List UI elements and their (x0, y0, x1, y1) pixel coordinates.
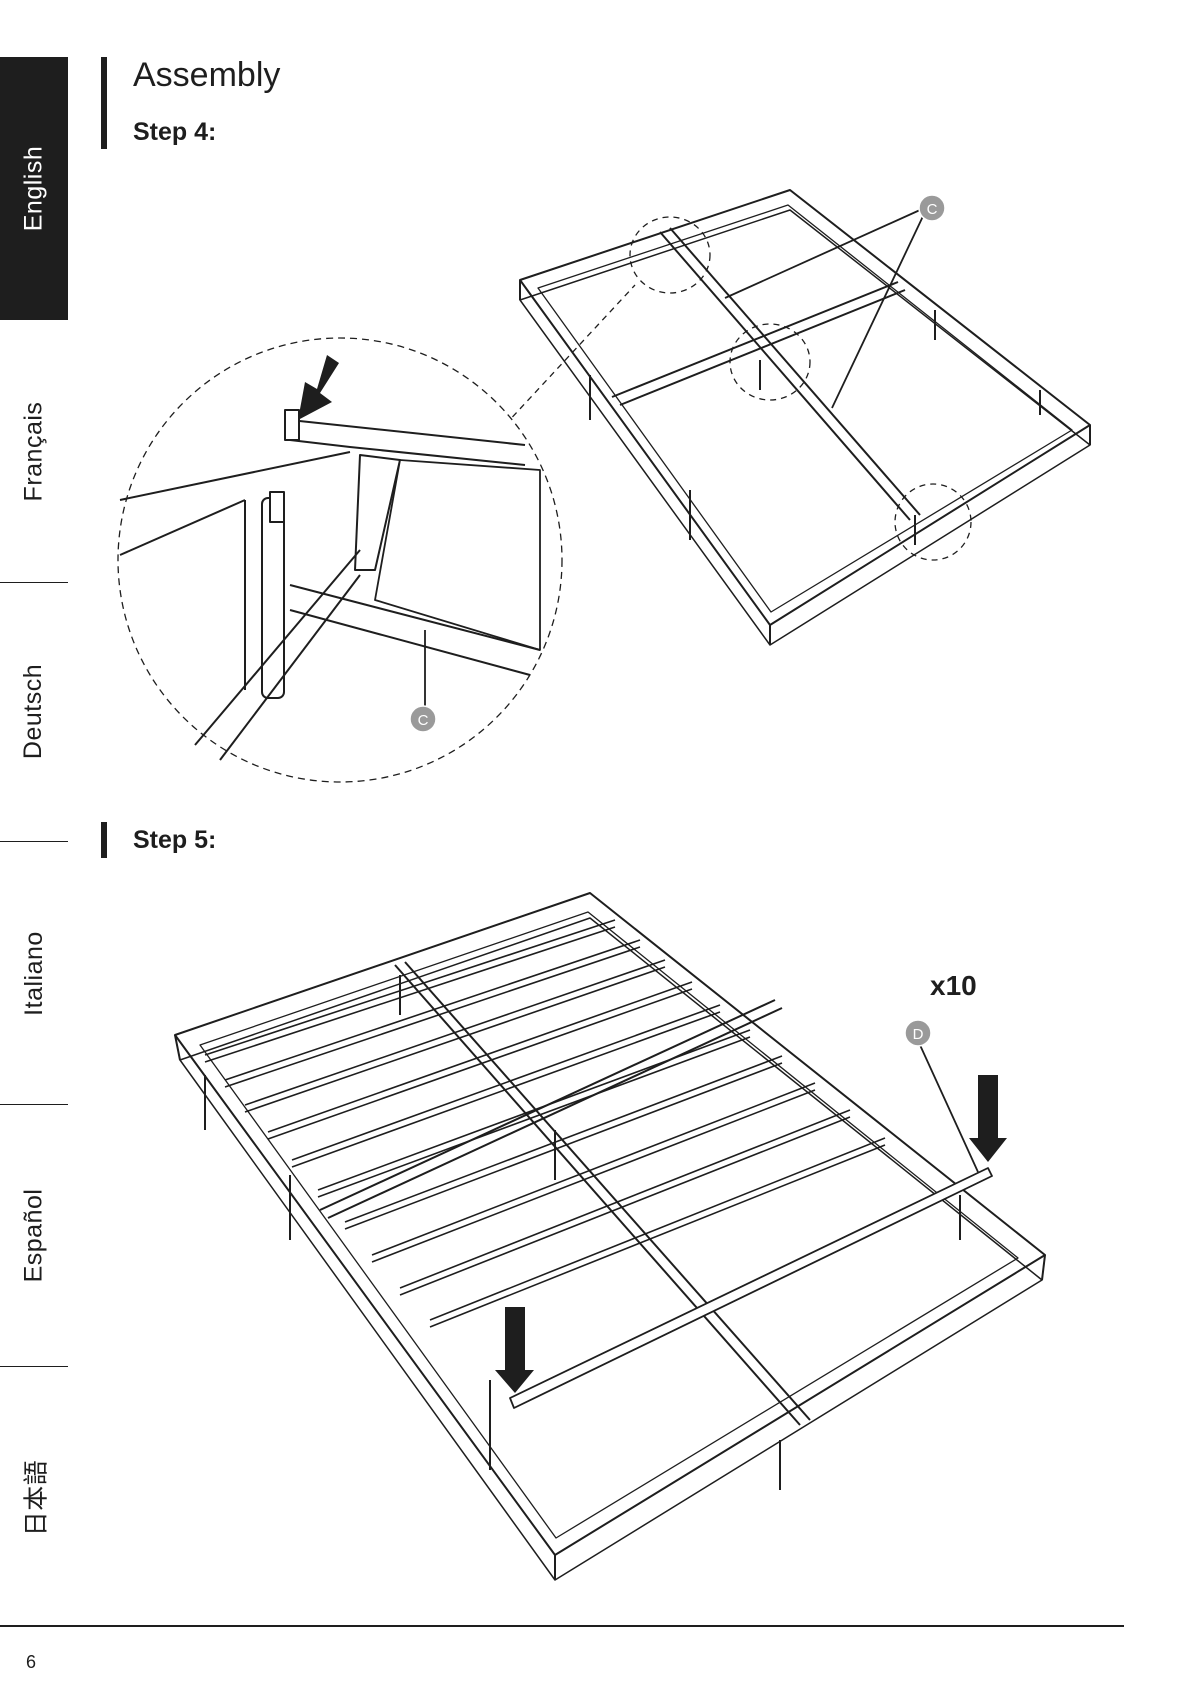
callout-label: C (418, 712, 429, 729)
detail-zoom-view (118, 338, 562, 782)
callout-label: D (913, 1026, 924, 1043)
press-down-arrow (969, 1075, 1007, 1162)
step-5-illustration: D (0, 870, 1192, 1600)
callout-badge-d: D (905, 1020, 931, 1046)
quantity-label: x10 (930, 970, 977, 1002)
callout-label: C (927, 201, 938, 218)
frame-step-5 (175, 893, 1045, 1580)
frame-step-4 (520, 190, 1090, 645)
step-4-illustration: C C (0, 0, 1192, 800)
callout-badge-c: C (410, 706, 436, 732)
section-bar (101, 822, 107, 858)
page-number: 6 (26, 1652, 36, 1673)
footer-divider (0, 1625, 1124, 1627)
callout-badge-c: C (919, 195, 945, 221)
step-5-heading: Step 5: (133, 826, 216, 855)
